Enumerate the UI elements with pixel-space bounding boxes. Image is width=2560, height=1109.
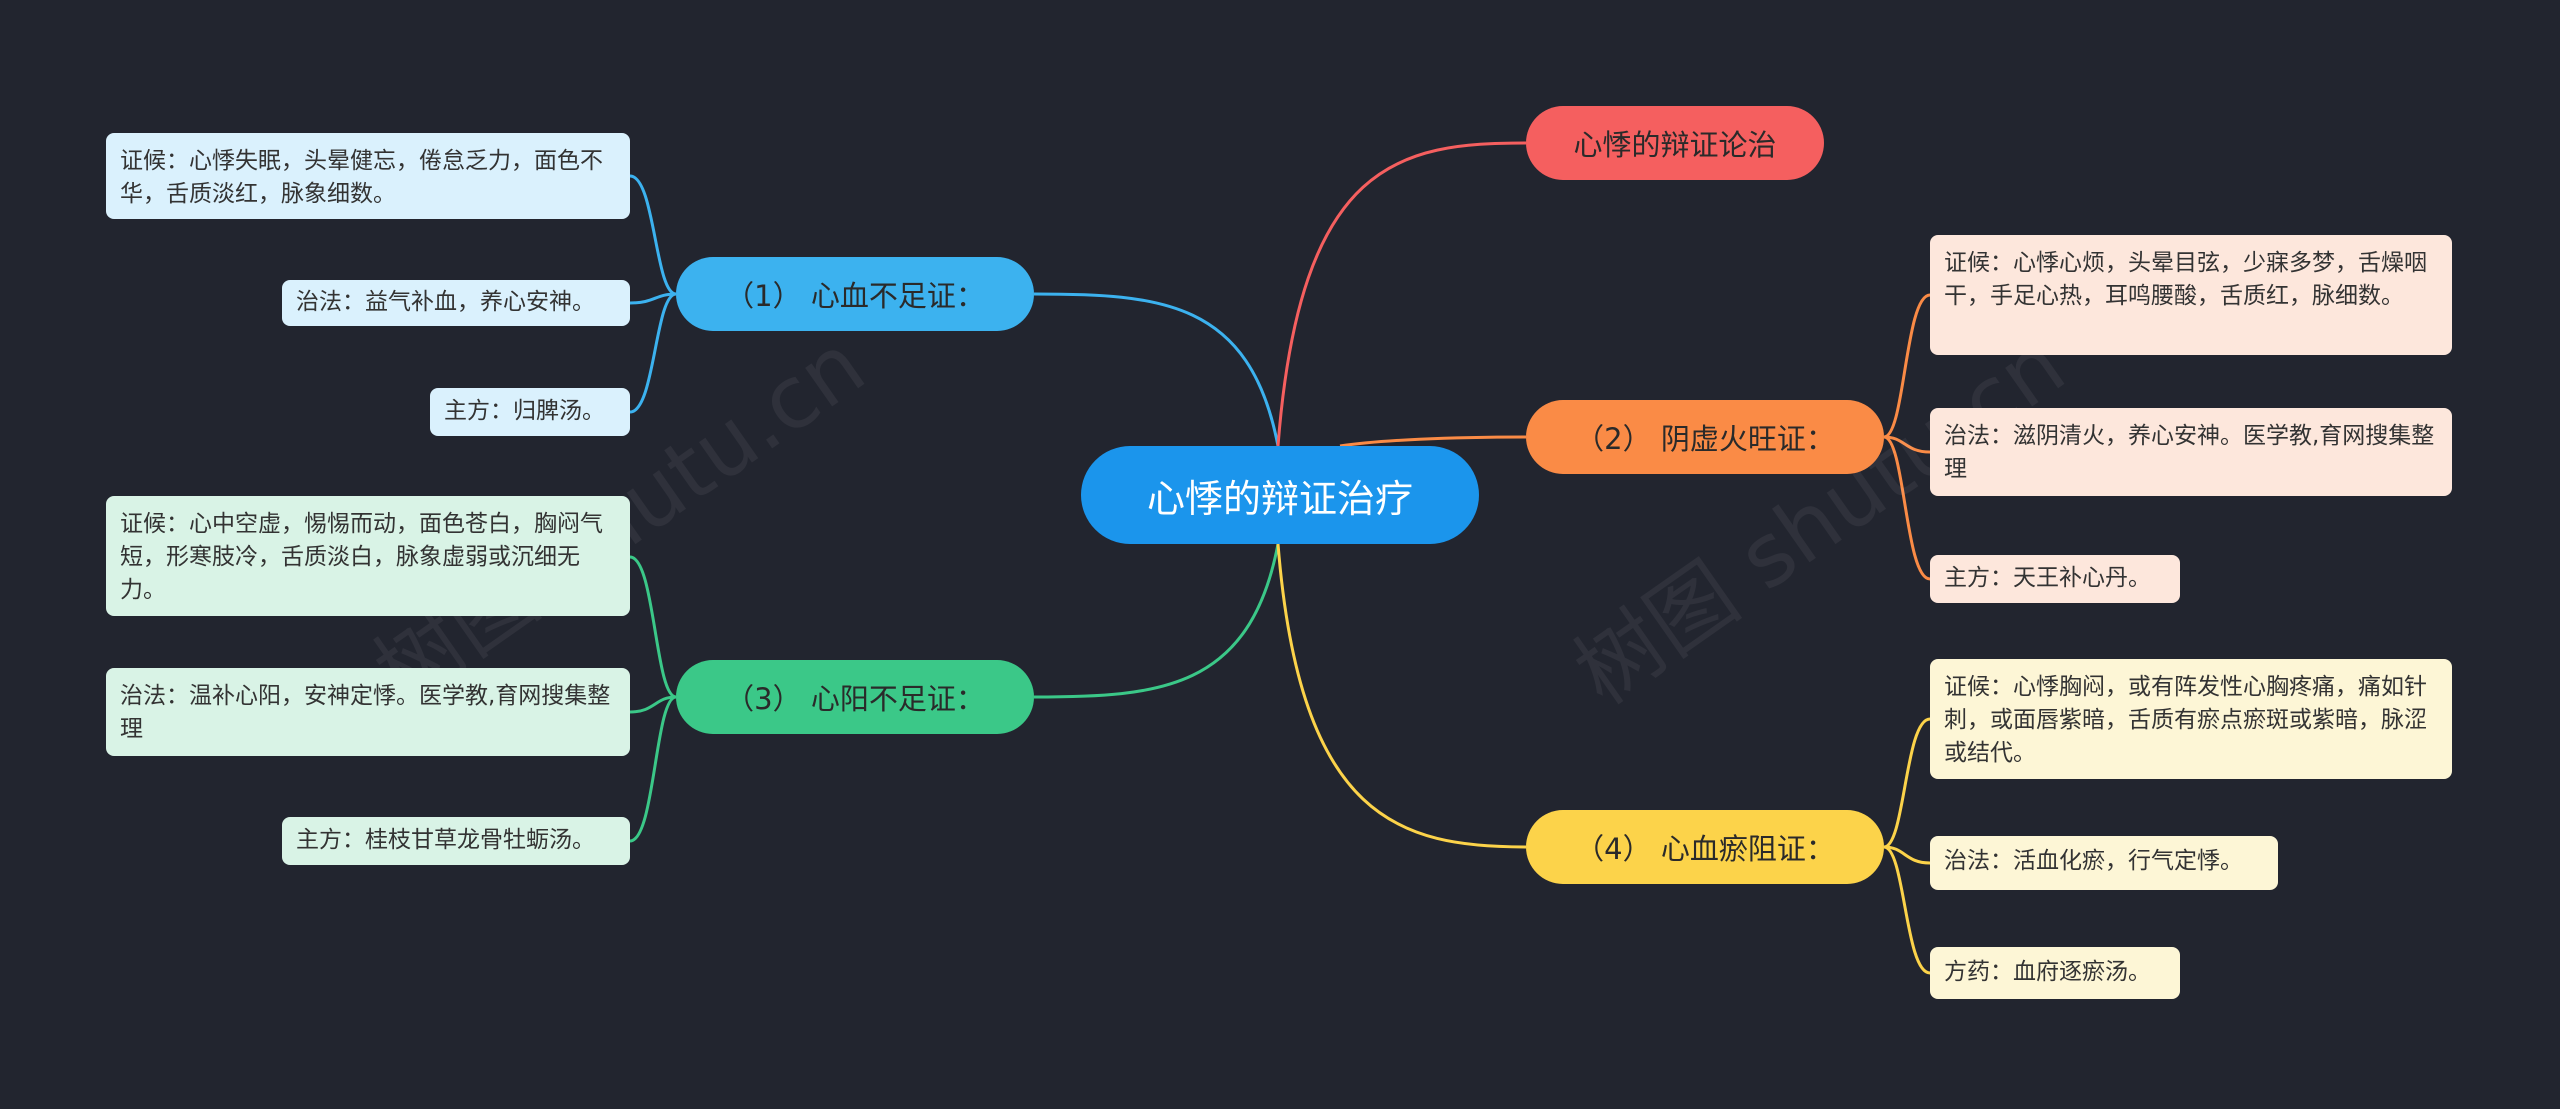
leaf-b1-treatment[interactable]: 治法：益气补血，养心安神。: [282, 280, 630, 326]
leaf-b5-formula[interactable]: 方药：血府逐瘀汤。: [1930, 947, 2180, 999]
edge-b3-l1: [1883, 293, 1931, 439]
edge-center-b4: [1033, 543, 1280, 699]
leaf-b4-formula[interactable]: 主方：桂枝甘草龙骨牡蛎汤。: [282, 817, 630, 865]
edge-center-b1: [1033, 292, 1280, 447]
edge-b5-l3: [1883, 845, 1931, 975]
branch-yinxu-huowang[interactable]: （2） 阴虚火旺证：: [1526, 400, 1884, 474]
edge-b1-l1: [629, 174, 677, 296]
edge-b4-l2: [629, 695, 677, 714]
leaf-b1-formula[interactable]: 主方：归脾汤。: [430, 388, 630, 436]
edge-center-b5: [1276, 543, 1527, 849]
branch-xinxue-buzu[interactable]: （1） 心血不足证：: [676, 257, 1034, 331]
edge-b1-l2: [629, 292, 677, 305]
leaf-b4-symptoms[interactable]: 证候：心中空虚，惕惕而动，面色苍白，胸闷气短，形寒肢冷，舌质淡白，脉象虚弱或沉细…: [106, 496, 630, 616]
leaf-b3-formula[interactable]: 主方：天王补心丹。: [1930, 555, 2180, 603]
edge-b4-l3: [629, 695, 677, 843]
branch-xinxue-yuzu[interactable]: （4） 心血瘀阻证：: [1526, 810, 1884, 884]
leaf-b5-treatment[interactable]: 治法：活血化瘀，行气定悸。: [1930, 836, 2278, 890]
leaf-b3-symptoms[interactable]: 证候：心悸心烦，头晕目弦，少寐多梦，舌燥咽干，手足心热，耳鸣腰酸，舌质红，脉细数…: [1930, 235, 2452, 355]
leaf-b5-symptoms[interactable]: 证候：心悸胸闷，或有阵发性心胸疼痛，痛如针刺，或面唇紫暗，舌质有瘀点瘀斑或紫暗，…: [1930, 659, 2452, 779]
edge-center-b2: [1276, 141, 1527, 447]
central-topic[interactable]: 心悸的辩证治疗: [1081, 446, 1479, 544]
branch-bianzheng-lunzhi[interactable]: 心悸的辩证论治: [1526, 106, 1824, 180]
edge-center-b3: [1339, 435, 1527, 448]
edge-b3-l2: [1883, 435, 1931, 454]
leaf-b1-symptoms[interactable]: 证候：心悸失眠，头晕健忘，倦怠乏力，面色不华，舌质淡红，脉象细数。: [106, 133, 630, 219]
leaf-b4-treatment[interactable]: 治法：温补心阳，安神定悸。医学教,育网搜集整理: [106, 668, 630, 756]
branch-xinyang-buzu[interactable]: （3） 心阳不足证：: [676, 660, 1034, 734]
leaf-b3-treatment[interactable]: 治法：滋阴清火，养心安神。医学教,育网搜集整理: [1930, 408, 2452, 496]
edge-b4-l1: [629, 555, 677, 699]
edge-b5-l1: [1883, 717, 1931, 849]
edge-b1-l3: [629, 292, 677, 414]
edge-b3-l3: [1883, 435, 1931, 581]
